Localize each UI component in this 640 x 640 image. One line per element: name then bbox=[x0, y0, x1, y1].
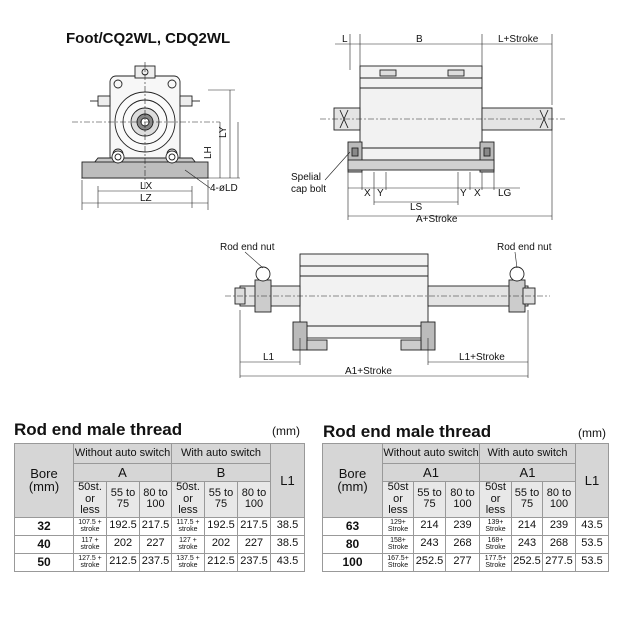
sub-header: 50st or less bbox=[479, 481, 512, 518]
without-switch-header: Without auto switch bbox=[73, 443, 172, 464]
dim-a1-stroke: A1+Stroke bbox=[345, 366, 392, 377]
table2-unit: (mm) bbox=[578, 426, 606, 440]
sub-header: 80 to 100 bbox=[542, 481, 576, 518]
dim-ly: LY bbox=[218, 126, 229, 138]
dim-x-right: X bbox=[474, 188, 481, 199]
dim-y-left: Y bbox=[377, 188, 384, 199]
sub-header: 55 to 75 bbox=[106, 481, 140, 518]
sub-header: 55 to 75 bbox=[511, 481, 543, 518]
sub-header: 50st. or less bbox=[73, 481, 107, 518]
dim-ls: LS bbox=[410, 202, 423, 213]
dim-x-left: X bbox=[364, 188, 371, 199]
with-switch-header: With auto switch bbox=[171, 443, 271, 464]
table-row: 63 129+ Stroke 214 239 139+ Stroke 214 2… bbox=[322, 516, 609, 536]
dim-l-stroke: L+Stroke bbox=[498, 34, 539, 45]
page-title: Foot/CQ2WL, CDQ2WL bbox=[66, 30, 231, 47]
dim-lg: LG bbox=[498, 188, 512, 199]
table2: Bore(mm) Without auto switch With auto s… bbox=[322, 443, 609, 572]
dim-y-right: Y bbox=[460, 188, 467, 199]
without-switch-header: Without auto switch bbox=[382, 443, 480, 464]
table-row: 100 167.5+ Stroke 252.5 277 177.5+ Strok… bbox=[322, 552, 609, 572]
dim-lz: LZ bbox=[140, 193, 152, 204]
rod-nut-left-label: Rod end nut bbox=[220, 242, 275, 253]
with-switch-header: With auto switch bbox=[479, 443, 576, 464]
l1-header: L1 bbox=[270, 443, 305, 518]
rod-end-drawing: Rod end nut Rod end nut L1 L1+Stroke A1+… bbox=[220, 242, 552, 378]
dim-a1-header: A1 bbox=[382, 463, 480, 482]
sub-header: 50st or less bbox=[382, 481, 414, 518]
table1-unit: (mm) bbox=[272, 424, 300, 438]
table-row: 40 117 + stroke 202 227 127 + stroke 202… bbox=[14, 534, 305, 554]
dim-ld: 4-øLD bbox=[210, 183, 238, 194]
dim-l1: L1 bbox=[263, 352, 275, 363]
dim-lx: LX bbox=[140, 181, 153, 192]
table1: Bore(mm) Without auto switch With auto s… bbox=[14, 443, 305, 572]
dim-a-header: A bbox=[73, 463, 172, 482]
dim-lh: LH bbox=[203, 146, 214, 159]
dim-b-header: B bbox=[171, 463, 271, 482]
table-row: 80 158+ Stroke 243 268 168+ Stroke 243 2… bbox=[322, 534, 609, 554]
bolt-note-line1: Spelial bbox=[291, 172, 321, 183]
sub-header: 80 to 100 bbox=[139, 481, 172, 518]
table1-title: Rod end male thread bbox=[14, 420, 183, 439]
bolt-note-line2: cap bolt bbox=[291, 184, 326, 195]
dim-b: B bbox=[416, 34, 423, 45]
dim-l: L bbox=[342, 34, 348, 45]
sub-header: 55 to 75 bbox=[204, 481, 238, 518]
sub-header: 80 to 100 bbox=[237, 481, 271, 518]
sub-header: 80 to 100 bbox=[445, 481, 480, 518]
table2-title: Rod end male thread bbox=[323, 422, 492, 441]
sub-header: 50st. or less bbox=[171, 481, 205, 518]
bore-header: Bore(mm) bbox=[322, 443, 383, 518]
dim-l1-stroke: L1+Stroke bbox=[459, 352, 505, 363]
dim-a1-header: A1 bbox=[479, 463, 576, 482]
bore-header: Bore(mm) bbox=[14, 443, 74, 518]
dim-a-stroke: A+Stroke bbox=[416, 214, 458, 225]
table-row: 32 107.5 + stroke 192.5 217.5 117.5 + st… bbox=[14, 516, 305, 536]
rod-nut-right-label: Rod end nut bbox=[497, 242, 552, 253]
front-view-drawing: LY LH LX LZ 4-øLD bbox=[72, 62, 240, 210]
l1-header: L1 bbox=[575, 443, 609, 518]
sub-header: 55 to 75 bbox=[413, 481, 446, 518]
side-view-drawing: L B L+Stroke Spelial cap bolt X Y Y X LG… bbox=[291, 34, 565, 225]
table-row: 50 127.5 + stroke 212.5 237.5 137.5 + st… bbox=[14, 552, 305, 572]
